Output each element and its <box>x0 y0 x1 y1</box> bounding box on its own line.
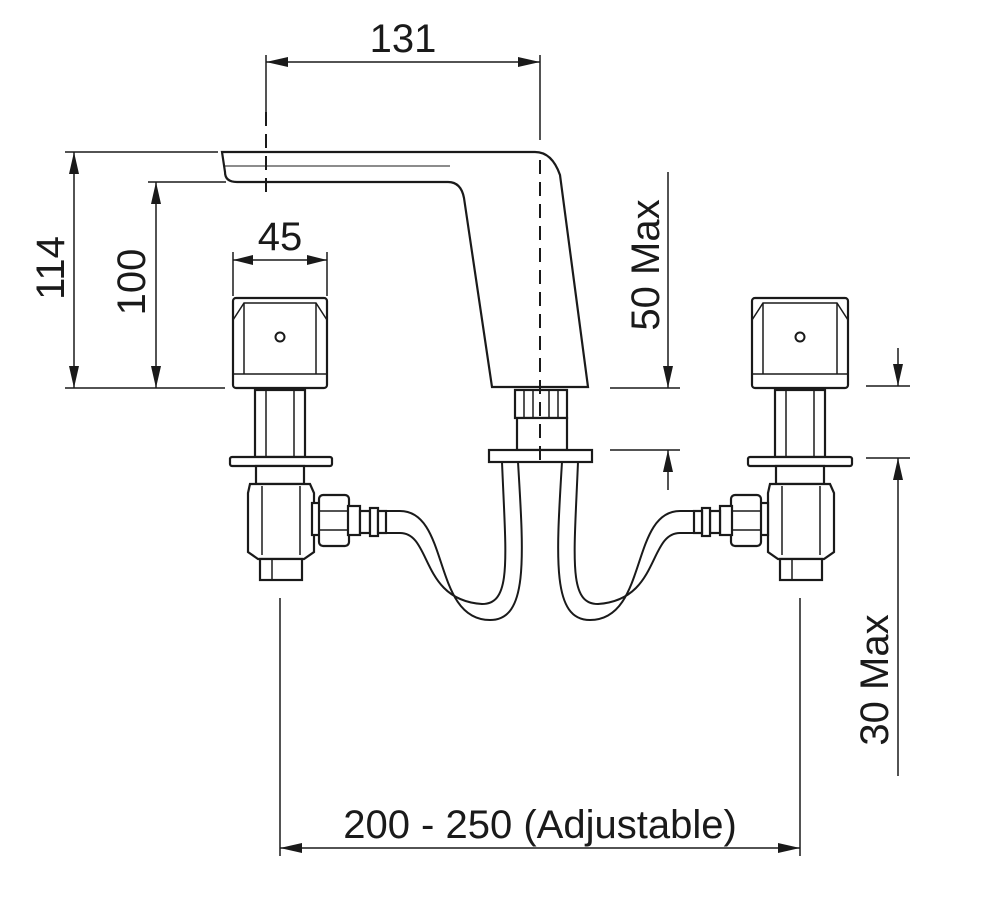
spout <box>220 150 590 389</box>
left-handle <box>231 296 329 390</box>
dimension-45 <box>232 252 328 296</box>
dim-30-max-label: 30 Max <box>853 614 897 745</box>
dimension-100 <box>148 181 226 388</box>
dim-114-label: 114 <box>29 236 73 300</box>
dim-100-label: 100 <box>110 249 154 316</box>
dim-131-label: 131 <box>370 17 437 61</box>
dim-50-max-label: 50 Max <box>624 199 668 330</box>
left-nut <box>310 493 362 548</box>
dim-45-label: 45 <box>258 215 303 259</box>
dimension-114 <box>65 151 225 389</box>
right-handle <box>750 296 850 390</box>
dimension-50-max <box>610 172 680 490</box>
right-valve-body <box>746 388 854 582</box>
left-hose <box>358 461 523 622</box>
right-hose <box>557 461 722 622</box>
dimension-131 <box>265 55 541 140</box>
dimension-centres <box>279 598 801 856</box>
spout-base-coupling <box>487 388 594 464</box>
right-nut <box>718 493 770 548</box>
left-valve-body <box>228 388 334 582</box>
dimension-30-max <box>866 348 910 776</box>
dim-centres-label: 200 - 250 (Adjustable) <box>343 803 737 847</box>
